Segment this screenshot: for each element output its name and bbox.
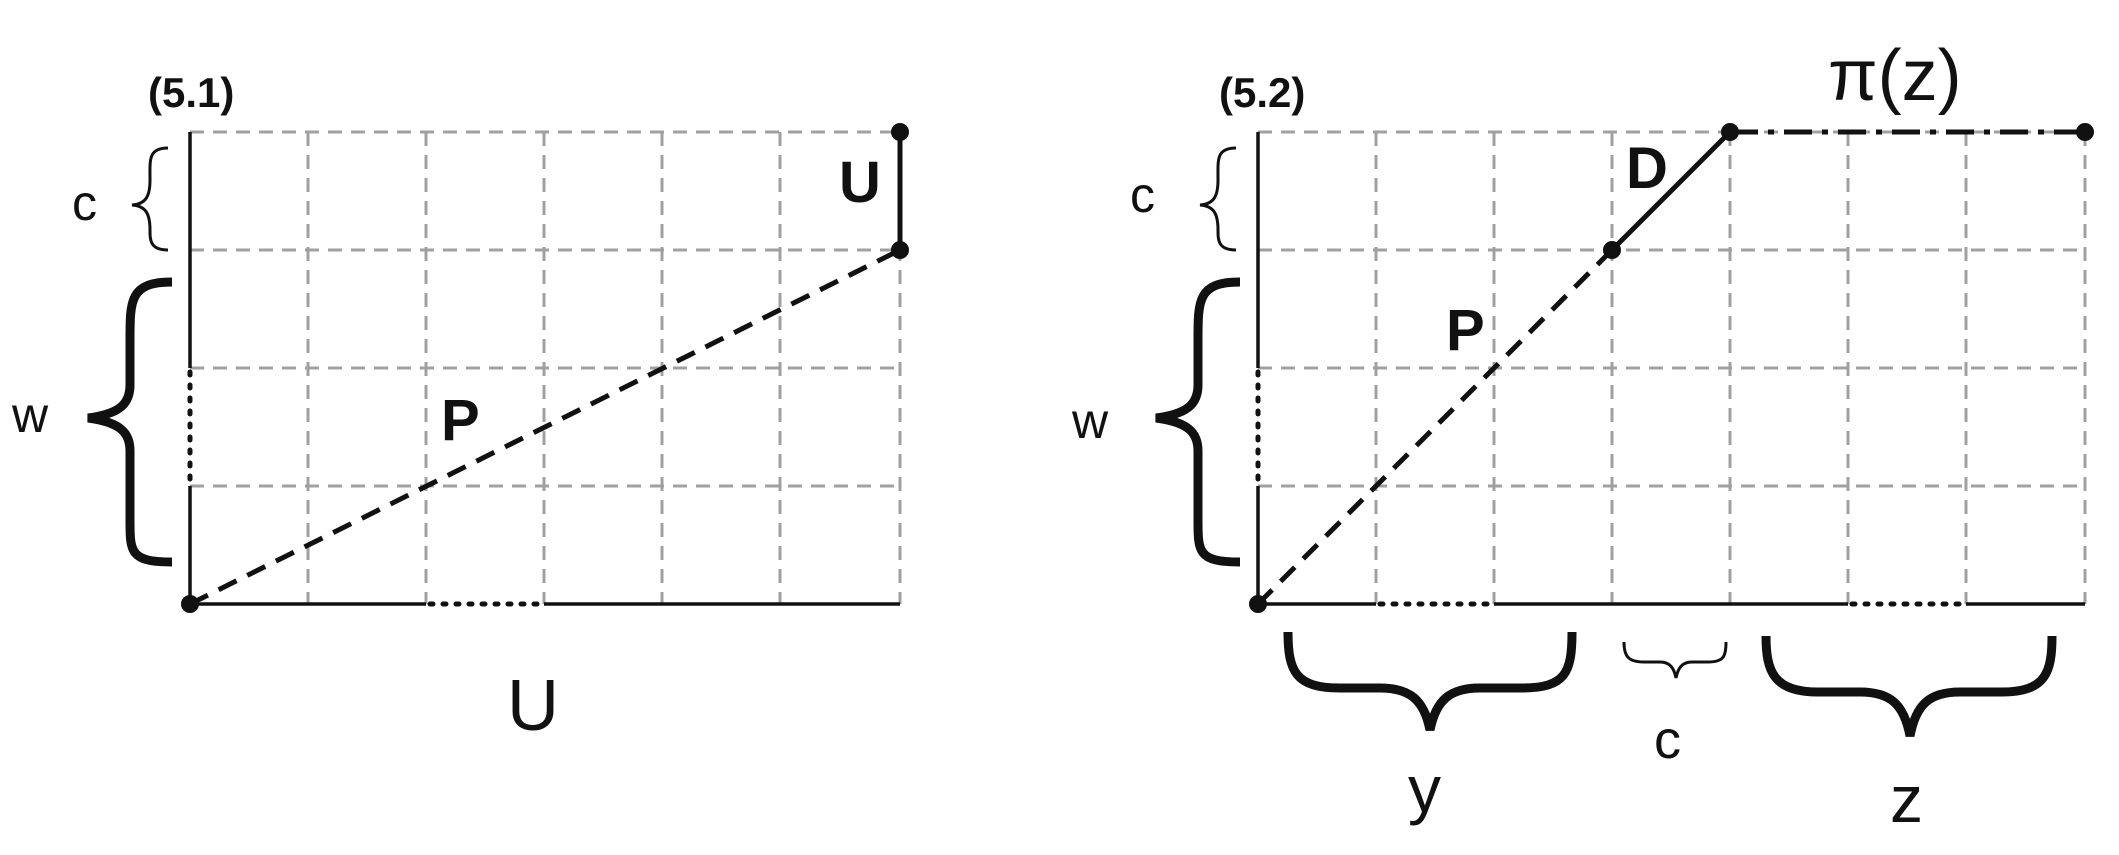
p-label-left: P — [441, 388, 480, 453]
figure-tag-right: (5.2) — [1219, 69, 1305, 116]
y-label: y — [1408, 752, 1441, 826]
p-end-point-right — [1603, 241, 1621, 259]
z-brace — [1761, 635, 2057, 737]
c-bottom-label: c — [1654, 710, 1681, 770]
figure-5-2: (5.2) c w P D π(z) y c z — [1071, 36, 2094, 836]
c-brace-left — [131, 146, 169, 252]
d-segment — [1610, 130, 1732, 252]
c-brace-bottom — [1622, 641, 1728, 679]
grid-left — [190, 130, 902, 604]
y-brace — [1283, 631, 1577, 731]
u-top-point — [891, 123, 909, 141]
c-label-left: c — [72, 175, 97, 231]
c-label-right: c — [1130, 167, 1155, 223]
pi-z-label: π(z) — [1828, 36, 1962, 116]
figure-tag-left: (5.1) — [148, 69, 234, 116]
w-label-left: w — [11, 387, 49, 443]
origin-point-right — [1249, 595, 1267, 613]
u-bottom-label: U — [507, 666, 559, 746]
d-end-point — [1721, 123, 1739, 141]
w-brace-right — [1155, 277, 1241, 567]
origin-point-left — [181, 595, 199, 613]
p-line-right — [1256, 248, 1614, 606]
grid-right — [1258, 130, 2087, 604]
p-line-left — [188, 247, 902, 607]
p-label-right: P — [1446, 298, 1485, 363]
w-brace-left — [87, 277, 173, 567]
d-label: D — [1626, 136, 1668, 201]
figure-5-1: (5.1) c w P U U — [11, 69, 909, 746]
u-vertical-label: U — [839, 150, 881, 215]
c-brace-right — [1199, 146, 1237, 252]
z-label: z — [1890, 762, 1923, 836]
p-end-point-left — [891, 241, 909, 259]
w-label-right: w — [1071, 393, 1109, 449]
pi-z-end-point — [2076, 123, 2094, 141]
